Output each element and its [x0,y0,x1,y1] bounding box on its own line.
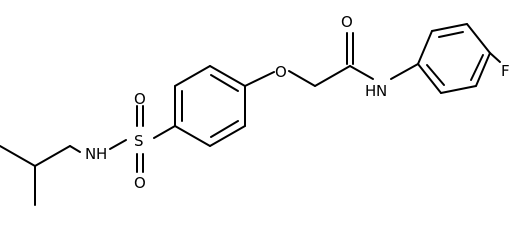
sulfonyl-oxygen-bottom-label: O [134,174,146,192]
amide-hydrogen-label: H [365,82,376,100]
bond [417,63,442,94]
ether-oxygen-label: O [275,63,287,81]
bond [288,70,316,87]
bond [489,52,501,63]
bond [69,145,81,153]
carbonyl-oxygen-label: O [341,13,353,31]
bond [417,30,433,65]
atom-labels: O O H N F S O O N H [85,13,510,192]
bonds [0,23,501,206]
molecule-structure: O O H N F S O O N H [0,13,510,206]
bond [109,139,127,150]
bond [210,74,239,92]
bond [475,52,491,87]
bond [390,63,419,80]
bond [34,145,71,167]
fluorine-label: F [501,62,510,80]
bond [174,125,211,147]
sulfonamide-hydrogen-label: H [96,145,107,163]
bond [438,31,464,38]
bond [314,65,351,87]
sulfur-label: S [134,132,144,150]
bond [426,64,445,86]
bond [174,65,211,87]
bond [349,65,374,80]
bond [466,23,491,54]
bond [244,71,275,87]
bond [440,85,477,94]
bond [153,125,176,139]
sulfonamide-nitrogen-label: N [85,145,96,163]
bond [209,65,246,87]
amide-nitrogen-label: N [376,82,387,100]
bond [431,23,468,32]
sulfonyl-oxygen-top-label: O [134,90,146,108]
bond [0,145,36,167]
bond [470,54,484,81]
bond [210,120,239,138]
bond [209,125,246,147]
